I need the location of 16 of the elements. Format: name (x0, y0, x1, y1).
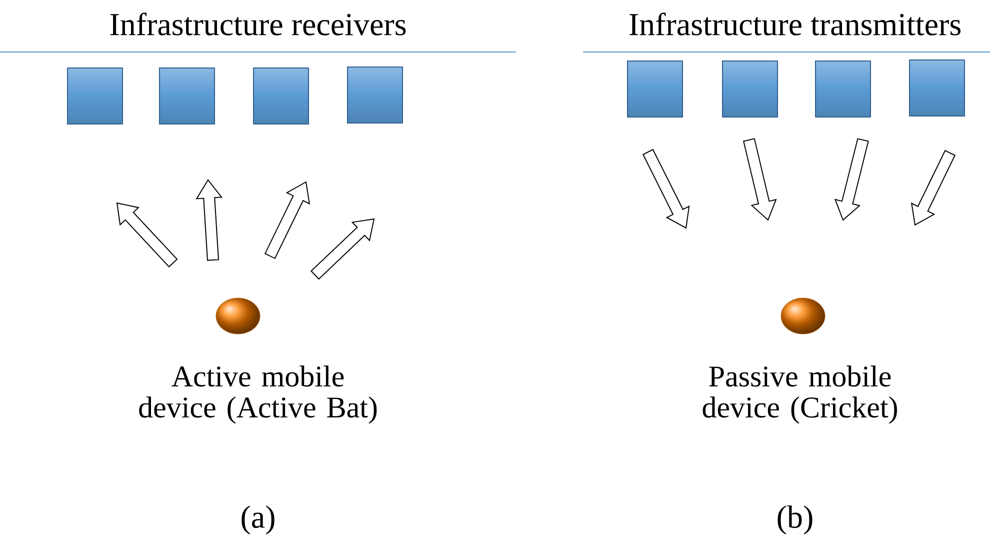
device-ball (216, 298, 260, 334)
square-block (722, 60, 778, 118)
square-block (159, 68, 215, 124)
device-caption: Passive mobile device (Cricket) (702, 366, 897, 424)
device-caption: Active mobile device (Active Bat) (139, 366, 377, 424)
square-block (347, 66, 403, 124)
square-block (815, 60, 871, 118)
panel-heading: Infrastructure transmitters (630, 12, 960, 36)
square-block (627, 60, 683, 118)
device-ball (780, 298, 826, 334)
square-block (67, 68, 123, 124)
square-block (253, 68, 309, 124)
panel-label: (a) (242, 506, 274, 534)
panel-heading: Infrastructure receivers (110, 12, 406, 36)
square-block (909, 60, 965, 116)
panel-label: (b) (778, 506, 812, 534)
